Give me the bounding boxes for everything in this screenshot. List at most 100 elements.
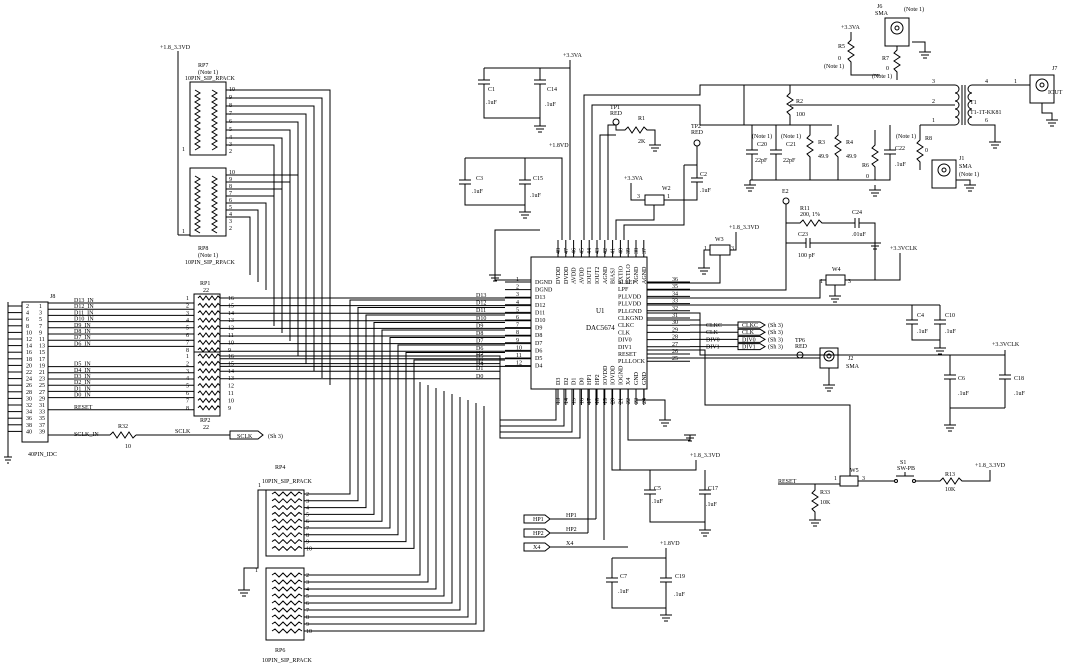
w5-jumper[interactable] [839, 475, 859, 487]
pin-name: GND [642, 371, 648, 385]
pin-number: 1 [258, 483, 261, 489]
net-label: RESET [778, 479, 797, 485]
j7-connector[interactable] [1029, 74, 1055, 104]
pin-number: 8 [516, 330, 519, 336]
pin-number: 3 [848, 279, 851, 285]
pin-number: 19 [603, 398, 609, 404]
cap-ref: C24 [852, 210, 862, 216]
cap-ref: C7 [620, 574, 627, 580]
pin-number: 29 [672, 327, 678, 333]
pin-number: 14 [228, 369, 234, 375]
pin-name: D7 [535, 341, 542, 347]
c3-c15-decoupling: +1.8VD C3 .1uF C15 .1uF [459, 143, 569, 240]
flag-label: CLKC [742, 323, 758, 329]
pin-name: IOUT2 [595, 267, 601, 284]
tp6-j2: TP6 RED J2 SMA [647, 338, 860, 478]
reset-circuit: RESET W5 1 3 S1 SW-PB R13 10K +1.8_3.3VD… [778, 460, 1006, 527]
pin-name: PLLVDD [618, 294, 642, 300]
e2-testpoint[interactable] [782, 197, 790, 205]
r2-ref: R2 [796, 99, 803, 105]
sheet-ref: (Sh 3) [768, 344, 783, 351]
j1-sma[interactable] [931, 159, 957, 189]
clock-offsheet-flag[interactable] [737, 321, 766, 329]
pin-number: 1 [182, 147, 185, 153]
pin-name: EXTLO [626, 264, 632, 284]
net-label: D3 [476, 351, 483, 357]
pin-name: HP1 [587, 374, 593, 385]
w4-jumper[interactable] [825, 274, 846, 286]
pin-number: 26 [672, 349, 678, 355]
rp8-ref: RP8 [198, 246, 208, 252]
w2-ref: W2 [662, 186, 671, 192]
tp1-testpoint[interactable] [612, 118, 620, 126]
pin-number: 32 [672, 306, 678, 312]
pin-number: 15 [228, 303, 234, 309]
pin-name: D12 [535, 303, 545, 309]
r32-ref: R32 [118, 424, 128, 430]
pll-filter: E2 R11 200, 1% C24 .01uF C23 100 pF +3.3… [647, 189, 918, 303]
j1-note: (Note 1) [959, 171, 979, 178]
r5-note: (Note 1) [824, 63, 844, 70]
pin-number: 3 [731, 246, 734, 252]
j8-connector: J8 40PIN_IDC 246810121416182022242628303… [4, 294, 194, 464]
pin-number: 15 [572, 398, 578, 404]
net-label: D5 [476, 354, 483, 360]
net-label: D10 [476, 316, 486, 322]
net-label: D4_IN [74, 368, 91, 374]
clock-offsheet-flag[interactable] [737, 343, 766, 351]
cap-ref: C22 [895, 146, 905, 152]
net-label: D7 [476, 339, 483, 345]
pin-name: CLKC [618, 323, 634, 329]
cap-value: .1uF [700, 188, 712, 194]
w3-jumper[interactable] [709, 244, 731, 256]
pin-number: 10 [229, 170, 235, 176]
t1-ref: T1 [970, 100, 977, 106]
hp-offsheet-flag[interactable] [523, 514, 551, 524]
pin-number: 11 [228, 391, 234, 397]
u1-ref: U1 [596, 307, 605, 315]
pin-number: 15 [39, 350, 45, 356]
supply-label: +3.3VA [563, 53, 582, 59]
pin-number: 6 [516, 315, 519, 321]
hp-offsheet-flag[interactable] [523, 528, 551, 538]
pin-number: 3 [862, 476, 865, 482]
supply-label: +3.3VCLK [992, 342, 1020, 348]
flag-label: HP2 [533, 531, 544, 537]
pin-number: 21 [39, 370, 45, 376]
sclk-offsheet-flag[interactable] [229, 430, 264, 440]
hp-offsheet-flag[interactable] [523, 542, 551, 552]
rp-resistor-zigzags [197, 295, 221, 411]
pin-number: 43 [595, 248, 601, 254]
cap-value: 22pF [755, 158, 768, 164]
pin-name: AVDD [579, 267, 585, 284]
w2-jumper[interactable] [644, 194, 665, 206]
pin-number: 4 [306, 506, 309, 512]
pin-name: EXTIO [618, 265, 624, 284]
clock-offsheet-flag[interactable] [737, 335, 766, 343]
pin-number: 1 [182, 229, 185, 235]
r32-value: 10 [125, 444, 131, 450]
j6-sma[interactable] [884, 17, 910, 47]
pin-name: AGND [642, 266, 648, 284]
rp4-type: 10PIN_SIP_RPACK [262, 479, 312, 485]
clock-offsheet-flag[interactable] [737, 328, 766, 336]
pin-number: 2 [26, 304, 29, 310]
pin-number: 15 [228, 361, 234, 367]
rp8-body [189, 167, 227, 237]
pin-number: 17 [587, 398, 593, 404]
pin-number: 1 [820, 279, 823, 285]
pin-number: 48 [556, 248, 562, 254]
sheet-ref: (Sh 3) [268, 433, 283, 440]
pin-number: 25 [672, 356, 678, 362]
pin-name: X4 [626, 378, 632, 385]
cap-value: .1uF [545, 102, 557, 108]
pin-number: 28 [672, 335, 678, 341]
tp2-testpoint[interactable] [693, 139, 701, 147]
pin-number: 34 [672, 291, 678, 297]
r11-value: 200, 1% [800, 212, 820, 218]
rp7-ref: RP7 [198, 63, 208, 69]
pin-name: AGND [603, 266, 609, 284]
pin-number: 4 [186, 376, 189, 382]
rp6-body [265, 567, 305, 641]
r6-ref: R6 [862, 163, 869, 169]
